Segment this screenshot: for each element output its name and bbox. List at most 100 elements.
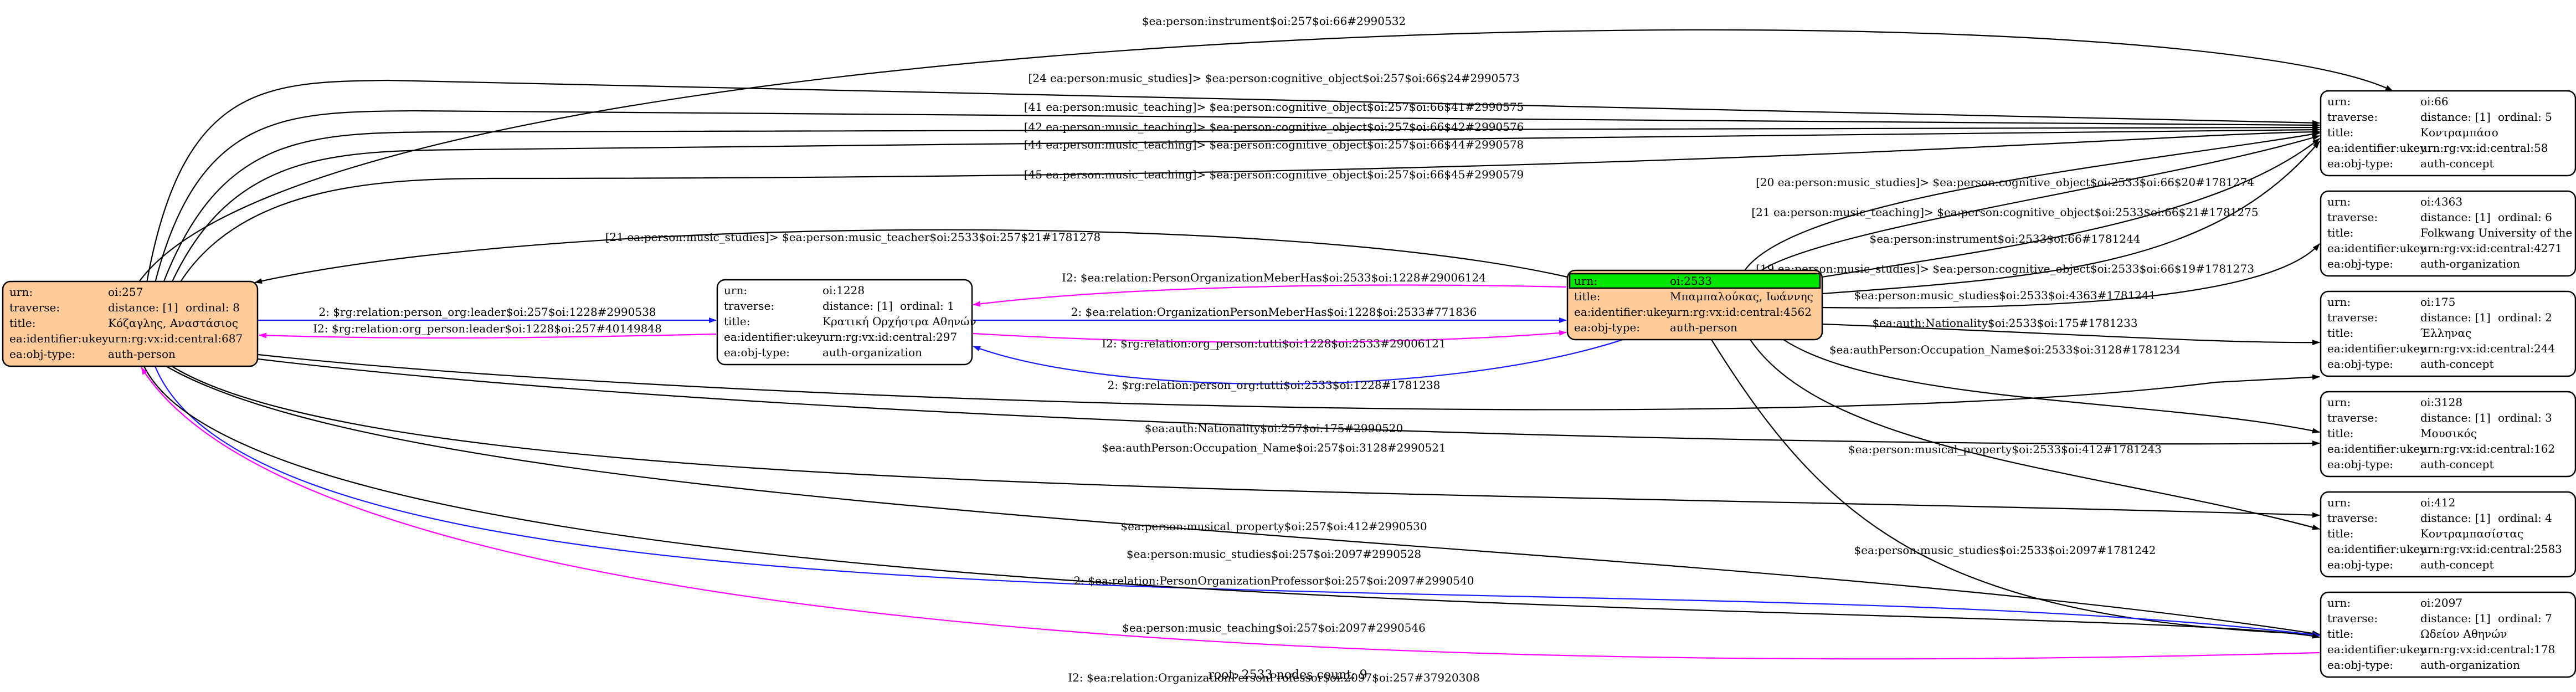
node-cell: auth-person [108,347,176,361]
node-cell: title: [2327,527,2353,540]
edge-line [138,29,2393,283]
node-cell: traverse: [9,301,60,314]
node-cell: auth-concept [2420,558,2493,571]
node-cell: distance: [1] [2420,110,2491,124]
node-cell: auth-concept [2420,458,2493,471]
edge-label: [44 ea:person:music_teaching]> $ea:perso… [1024,138,1524,151]
edge-e28: $ea:person:music_teaching$oi:257$oi:2097… [143,366,2320,639]
node-cell: traverse: [2327,110,2378,124]
edge-line [973,284,1567,307]
node-cell: oi:3128 [2420,396,2462,409]
node-cell: auth-person [1670,321,1737,334]
node-cell: urn: [2327,596,2351,609]
node-cell: ordinal: 5 [2498,110,2552,124]
edge-label: [19 ea:person:music_studies]> $ea:person… [1756,262,2254,275]
edge-line [171,366,2320,518]
edge-label: 2: $rg:relation:person_org:tutti$oi:2533… [1108,378,1441,392]
node-cell: ordinal: 2 [2498,311,2552,324]
edge-label: $ea:person:instrument$oi:257$oi:66#29905… [1142,14,1406,28]
node-cell: ordinal: 4 [2498,511,2552,525]
node-cell: ea:identifier:ukey [2327,643,2426,656]
node-box [2320,491,2576,578]
edge-line [143,366,2320,639]
node-cell: ea:obj-type: [2327,157,2393,170]
node-cell: distance: [1] [2420,511,2491,525]
edge-e12: I2: $rg:relation:org_person:tutti$oi:122… [973,330,1567,350]
edge-line [1744,131,2320,271]
edge-e2: [24 ea:person:music_studies]> $ea:person… [146,71,2320,283]
node-cell: ea:identifier:ukey [2327,442,2426,455]
edge-line [259,332,717,339]
edge-label: I2: $ea:relation:PersonOrganizationMeber… [1062,271,1486,284]
node-cell: ea:obj-type: [9,347,75,361]
node-cell: Κρατική Ορχήστρα Αθηνών [822,315,976,328]
edge-e9: I2: $rg:relation:org_person:leader$oi:12… [259,322,717,339]
node-box [2320,391,2576,478]
node-cell: traverse: [2327,411,2378,424]
node-cell: auth-organization [822,346,922,359]
edge-line [1822,243,2320,309]
node-cell: Folkwang University of the Arts [2420,226,2576,239]
node-cell: distance: [1] [2420,311,2491,324]
node-cell: title: [724,315,750,328]
edge-label: I2: $rg:relation:org_person:tutti$oi:122… [1102,337,1446,350]
edge-label: [42 ea:person:music_teaching]> $ea:perso… [1024,120,1524,134]
edge-label: [41 ea:person:music_teaching]> $ea:perso… [1024,100,1524,114]
node-cell: oi:1228 [822,284,865,297]
node-cell: urn:rg:vx:id:central:4271 [2420,242,2562,255]
edge-line [1711,339,2320,637]
node-cell: title: [1574,290,1600,303]
node-cell: Κοντραμπασίστας [2420,527,2523,540]
edge-line [171,127,2320,283]
edge-e23: $ea:person:musical_property$oi:2533$oi:4… [1750,339,2320,530]
edge-e10: I2: $ea:relation:PersonOrganizationMeber… [973,271,1567,307]
node-cell: traverse: [2327,211,2378,224]
edge-label: $ea:authPerson:Occupation_Name$oi:2533$o… [1829,343,2181,356]
node-cell: ea:identifier:ukey [2327,542,2426,556]
edge-label: $ea:person:musical_property$oi:257$oi:41… [1120,520,1427,533]
edge-e16: $ea:person:instrument$oi:2533$oi:66#1781… [1822,138,2320,278]
edge-label: $ea:person:instrument$oi:2533$oi:66#1781… [1869,232,2140,245]
node-cell: oi:2097 [2420,596,2462,609]
node-cell: urn:rg:vx:id:central:4562 [1670,305,1812,319]
edge-line [1822,141,2320,295]
edge-label: $ea:person:musical_property$oi:2533$oi:4… [1848,443,2162,456]
node-cell: ea:obj-type: [2327,257,2393,270]
node-cell: ordinal: 1 [900,299,954,312]
edge-label: [21 ea:person:music_teaching]> $ea:perso… [1751,206,2258,219]
node-box [2320,90,2576,177]
edge-label: $ea:person:music_studies$oi:2533$oi:4363… [1854,289,2156,302]
edge-line [1783,339,2320,434]
node-cell: urn:rg:vx:id:central:178 [2420,643,2555,656]
edge-label: 2: $ea:relation:OrganizationPersonMeberH… [1071,305,1477,319]
edge-label: I2: $rg:relation:org_person:leader$oi:12… [313,322,662,335]
edge-line [258,358,2320,447]
node-cell: title: [2327,427,2353,440]
node-cell: distance: [1] [2420,411,2491,424]
edge-line [154,110,2320,283]
edge-e14: [20 ea:person:music_studies]> $ea:person… [1744,131,2320,271]
node-cell: ea:identifier:ukey [9,332,109,345]
node-cell: Μουσικός [2420,427,2477,440]
node-cell: Κοντραμπάσο [2420,126,2498,139]
node-cell: auth-concept [2420,357,2493,371]
edge-e18: $ea:person:music_studies$oi:2533$oi:4363… [1822,243,2320,309]
node-cell: urn:rg:vx:id:central:162 [2420,442,2555,455]
node-cell: ea:obj-type: [2327,558,2393,571]
edge-line [154,366,2320,638]
edge-e4: [42 ea:person:music_teaching]> $ea:perso… [162,120,2320,283]
root-header-highlight [1569,273,1821,289]
node-cell: auth-organization [2420,257,2520,270]
node-cell: traverse: [2327,612,2378,625]
node-cell: urn: [2327,295,2351,309]
edge-line [146,79,2320,283]
